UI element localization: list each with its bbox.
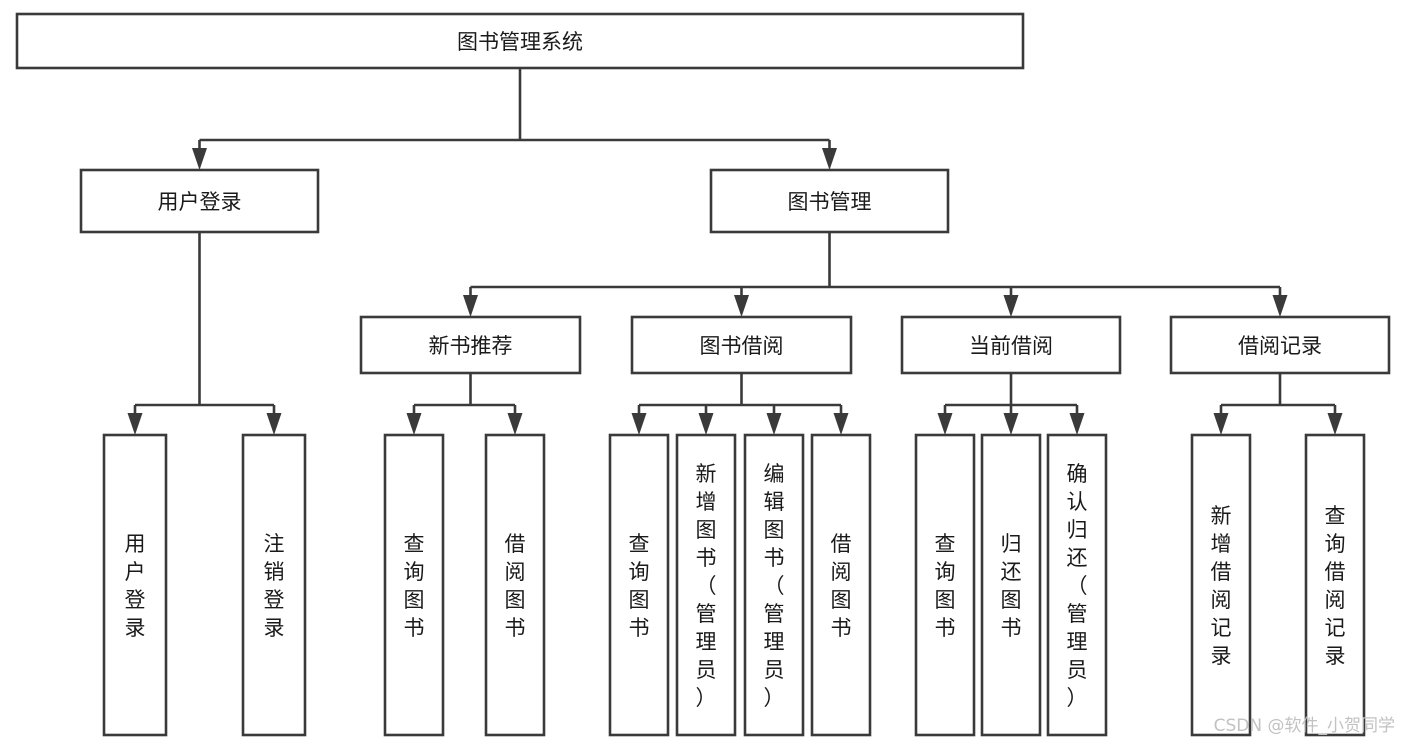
node-label: 用户登录: [158, 190, 242, 214]
connector-group-root: [192, 68, 837, 170]
arrow-head-icon: [1327, 413, 1343, 435]
node-box: [1304, 433, 1366, 737]
node-l3-borrow[interactable]: 图书借阅: [630, 315, 853, 375]
node-box: [79, 168, 320, 234]
node-box: [383, 433, 445, 737]
node-box: [608, 433, 670, 737]
node-leaf-new-borrow[interactable]: 借阅图书: [484, 433, 546, 737]
arrow-head-icon: [127, 413, 143, 435]
node-label: 归还图书: [1001, 532, 1022, 640]
node-label: 查询图书: [935, 532, 956, 640]
node-box: [15, 12, 1025, 70]
node-label: 查询图书: [404, 532, 425, 640]
connector-layer: [127, 68, 1343, 435]
node-label: 图书管理: [788, 190, 872, 214]
node-label: 确认归还（管理员）: [1067, 462, 1088, 710]
csdn-watermark: CSDN @软件_小贺同学: [1214, 716, 1395, 736]
node-label: 当前借阅: [969, 334, 1053, 358]
node-l3-record[interactable]: 借阅记录: [1169, 315, 1391, 375]
arrow-head-icon: [631, 413, 647, 435]
arrow-head-icon: [1213, 413, 1229, 435]
node-label: 新书推荐: [429, 334, 513, 358]
connector-group-l3_current: [937, 373, 1085, 435]
node-leaf-record-query[interactable]: 查询借阅记录: [1304, 433, 1366, 737]
node-leaf-current-query[interactable]: 查询图书: [914, 433, 976, 737]
node-leaf-borrow-query[interactable]: 查询图书: [608, 433, 670, 737]
arrow-head-icon: [463, 295, 478, 317]
node-box: [241, 433, 307, 737]
node-box: [914, 433, 976, 737]
arrow-head-icon: [1069, 413, 1085, 435]
node-label: 新增图书（管理员）: [696, 462, 717, 710]
node-layer: 图书管理系统用户登录图书管理新书推荐图书借阅当前借阅借阅记录用户登录注销登录查询…: [15, 12, 1391, 737]
node-box: [630, 315, 853, 375]
node-label: 查询图书: [629, 532, 650, 640]
node-root[interactable]: 图书管理系统: [15, 12, 1025, 70]
node-label: 查询借阅记录: [1325, 504, 1346, 668]
node-box: [1046, 433, 1108, 737]
node-label: 图书借阅: [700, 334, 784, 358]
node-label: 借阅记录: [1238, 334, 1322, 358]
node-box: [102, 433, 168, 737]
arrow-head-icon: [1003, 413, 1019, 435]
arrow-head-icon: [266, 413, 282, 435]
node-label: 借阅图书: [831, 532, 852, 640]
arrow-head-icon: [698, 413, 714, 435]
arrow-head-icon: [1272, 295, 1288, 317]
node-leaf-borrow-edit[interactable]: 编辑图书（管理员）: [743, 433, 805, 737]
node-label: 编辑图书（管理员）: [764, 462, 785, 710]
node-label: 借阅图书: [505, 532, 526, 640]
node-box: [1169, 315, 1391, 375]
node-label: 新增借阅记录: [1211, 504, 1232, 668]
connector-group-l2_book: [463, 232, 1288, 317]
arrow-head-icon: [192, 148, 207, 170]
node-label: 注销登录: [264, 532, 285, 640]
arrow-head-icon: [1003, 295, 1019, 317]
node-box: [709, 168, 950, 234]
node-box: [900, 315, 1122, 375]
node-l2-book[interactable]: 图书管理: [709, 168, 950, 234]
node-box: [810, 433, 872, 737]
node-box: [675, 433, 737, 737]
connector-group-l3_borrow: [631, 373, 849, 435]
connector-group-l3_new: [406, 373, 523, 435]
node-leaf-borrow-lend[interactable]: 借阅图书: [810, 433, 872, 737]
node-leaf-record-add[interactable]: 新增借阅记录: [1190, 433, 1252, 737]
arrow-head-icon: [833, 413, 849, 435]
node-box: [359, 315, 582, 375]
node-label: 图书管理系统: [457, 30, 583, 54]
arrow-head-icon: [937, 413, 953, 435]
node-l2-user[interactable]: 用户登录: [79, 168, 320, 234]
node-leaf-current-return[interactable]: 归还图书: [980, 433, 1042, 737]
arrow-head-icon: [766, 413, 782, 435]
node-leaf-borrow-add[interactable]: 新增图书（管理员）: [675, 433, 737, 737]
node-l3-current[interactable]: 当前借阅: [900, 315, 1122, 375]
node-leaf-user-login[interactable]: 用户登录: [102, 433, 168, 737]
arrow-head-icon: [406, 413, 422, 435]
node-leaf-current-confirm[interactable]: 确认归还（管理员）: [1046, 433, 1108, 737]
node-box: [980, 433, 1042, 737]
node-l3-new[interactable]: 新书推荐: [359, 315, 582, 375]
node-box: [1190, 433, 1252, 737]
node-label: 用户登录: [125, 532, 146, 640]
node-box: [484, 433, 546, 737]
connector-group-l2_user: [127, 232, 282, 435]
connector-group-l3_record: [1213, 373, 1343, 435]
node-box: [743, 433, 805, 737]
node-leaf-new-query[interactable]: 查询图书: [383, 433, 445, 737]
arrow-head-icon: [734, 295, 749, 317]
arrow-head-icon: [507, 413, 523, 435]
node-leaf-user-logout[interactable]: 注销登录: [241, 433, 307, 737]
arrow-head-icon: [822, 148, 837, 170]
